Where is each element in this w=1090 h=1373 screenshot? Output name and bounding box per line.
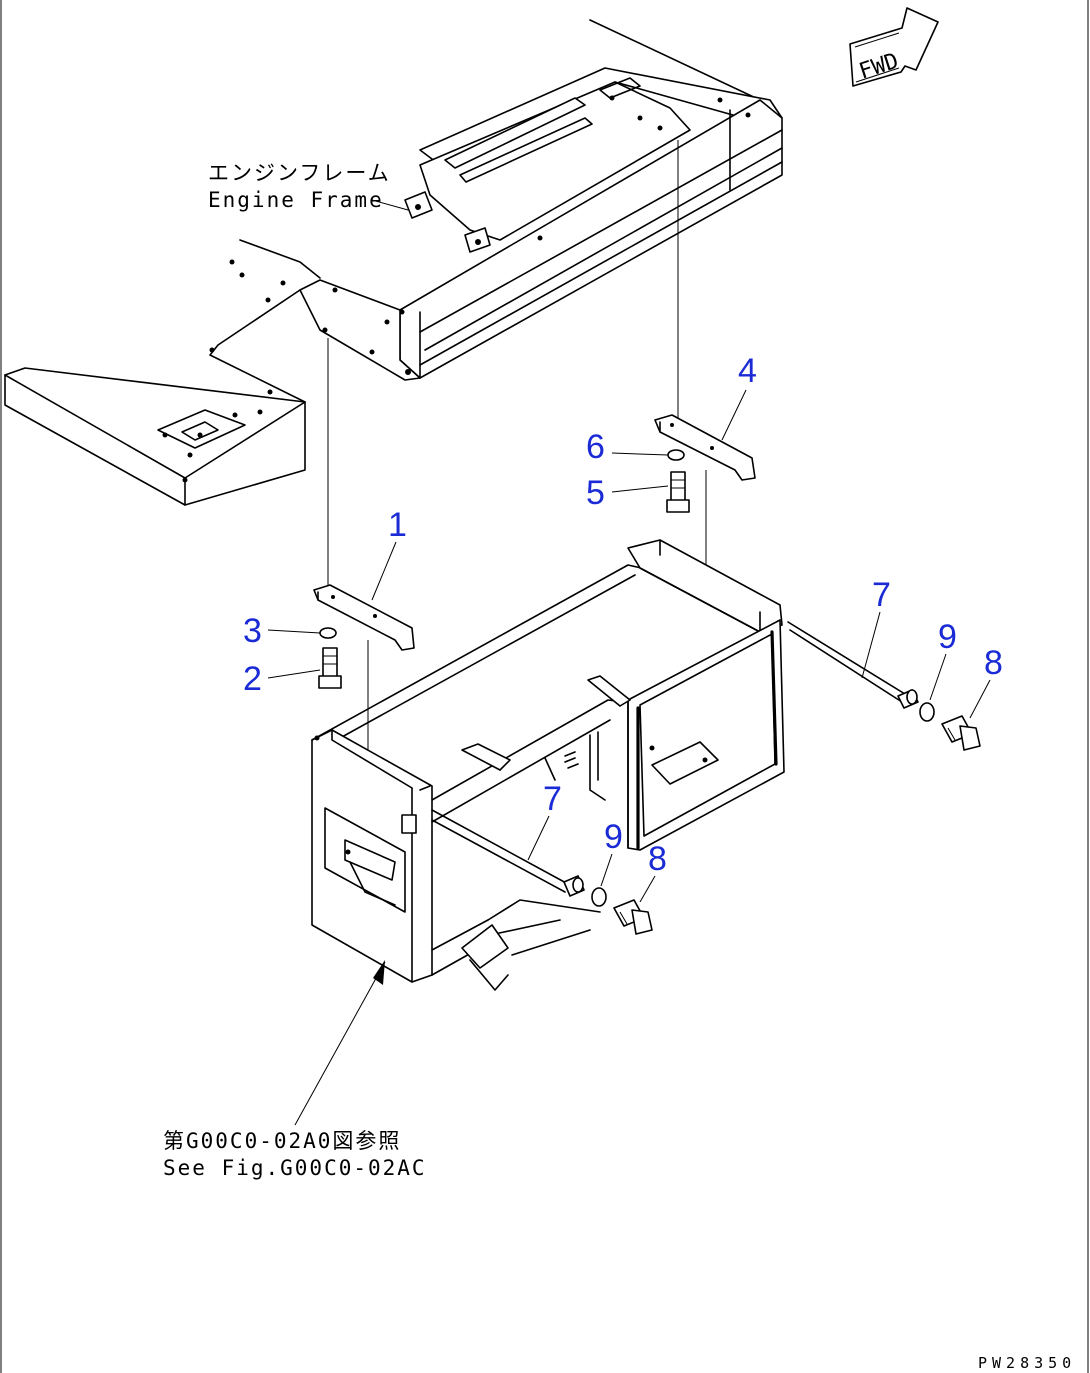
callout-1: 1 (388, 506, 407, 544)
engine-frame-label-en: Engine Frame (208, 188, 384, 212)
callout-8-left: 8 (648, 840, 667, 878)
callout-6: 6 (586, 428, 605, 466)
washer-part-3 (319, 627, 337, 639)
box-frame (311, 539, 785, 991)
drawing-number: PW28350 (978, 1354, 1076, 1372)
washer-part-9-right (919, 702, 935, 722)
reference-arrow (294, 960, 386, 1126)
bolt-part-8-right (941, 715, 981, 751)
side-frame-panel (4, 239, 321, 506)
callout-4: 4 (738, 352, 757, 390)
callout-3: 3 (243, 612, 262, 650)
callout-7-right: 7 (872, 576, 891, 614)
callouts: 1 2 3 4 5 6 7 7 8 8 9 9 (243, 352, 1003, 903)
fwd-arrow-icon: FWD (849, 7, 939, 87)
callout-9-left: 9 (604, 818, 623, 856)
bracket-part-4 (654, 414, 756, 481)
engine-frame-leader (371, 199, 409, 211)
bolt-part-2 (318, 647, 342, 689)
callout-5: 5 (586, 474, 605, 512)
washer-part-9-left (591, 887, 607, 907)
bolt-part-5 (666, 471, 690, 513)
callout-7-left: 7 (543, 780, 562, 818)
rod-part-7-right (787, 621, 919, 709)
callout-2: 2 (243, 660, 262, 698)
reference-label-jp: 第G00C0-02A0図参照 (163, 1129, 401, 1153)
reference-label-en: See Fig.G00C0-02AC (163, 1156, 427, 1180)
bolt-part-8-left (613, 899, 653, 935)
engine-frame-label-jp: エンジンフレーム (208, 161, 391, 185)
bracket-part-1 (313, 584, 415, 651)
engine-frame (299, 19, 783, 381)
washer-part-6 (667, 449, 685, 461)
callout-8-right: 8 (984, 644, 1003, 682)
callout-9-right: 9 (938, 618, 957, 656)
rod-part-7-left (431, 809, 585, 897)
